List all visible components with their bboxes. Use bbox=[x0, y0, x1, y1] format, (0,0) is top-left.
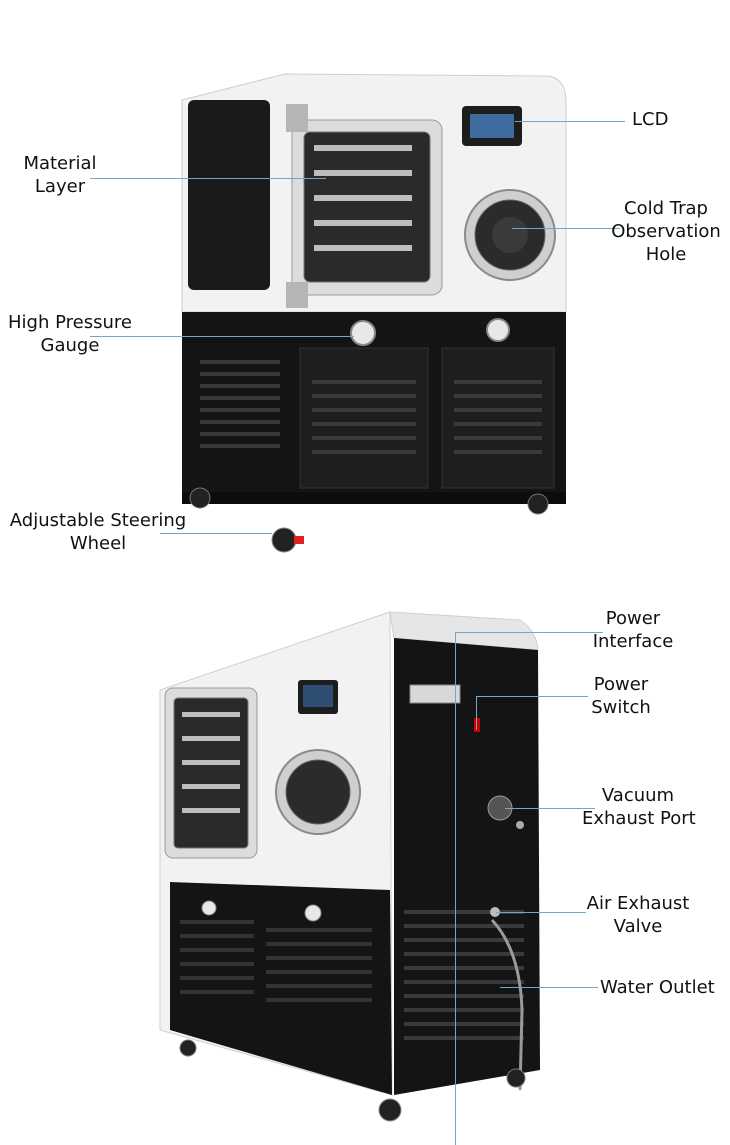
material-layer-label: Material Layer bbox=[23, 153, 97, 197]
vacuum-port-label: Vacuum Exhaust Port bbox=[582, 785, 696, 829]
power-switch-label: Power Switch bbox=[591, 674, 651, 718]
air-valve-leader-line bbox=[496, 912, 586, 913]
steering-wheel-leader-line bbox=[160, 533, 272, 534]
side-view-figure: Power Interface Power Switch Vacuum Exha… bbox=[0, 590, 730, 1145]
cold-trap-leader-line bbox=[512, 228, 620, 229]
lcd-label: LCD bbox=[632, 109, 669, 130]
water-outlet-label: Water Outlet bbox=[600, 977, 715, 998]
power-switch-vertical-leader bbox=[476, 696, 477, 730]
freeze-dryer-front-illustration bbox=[181, 73, 567, 553]
cold-trap-label: Cold Trap Observation Hole bbox=[611, 198, 721, 265]
power-interface-label: Power Interface bbox=[592, 608, 674, 652]
air-valve-label: Air Exhaust Valve bbox=[586, 893, 690, 937]
water-outlet-leader-line bbox=[500, 987, 598, 988]
lcd-leader-line bbox=[515, 121, 625, 122]
power-switch-leader-line bbox=[476, 696, 588, 697]
material-layer-leader-line bbox=[90, 178, 326, 179]
pressure-gauge-leader-line bbox=[90, 336, 354, 337]
power-interface-vertical-leader bbox=[455, 632, 456, 1145]
pressure-gauge-label: High Pressure Gauge bbox=[8, 312, 132, 356]
vacuum-port-leader-line bbox=[505, 808, 595, 809]
front-view-figure: LCD Material Layer Cold Trap Observation… bbox=[0, 0, 730, 570]
steering-wheel-label: Adjustable Steering Wheel bbox=[9, 510, 187, 554]
freeze-dryer-side-illustration bbox=[159, 611, 540, 1122]
power-interface-leader-line bbox=[455, 632, 603, 633]
